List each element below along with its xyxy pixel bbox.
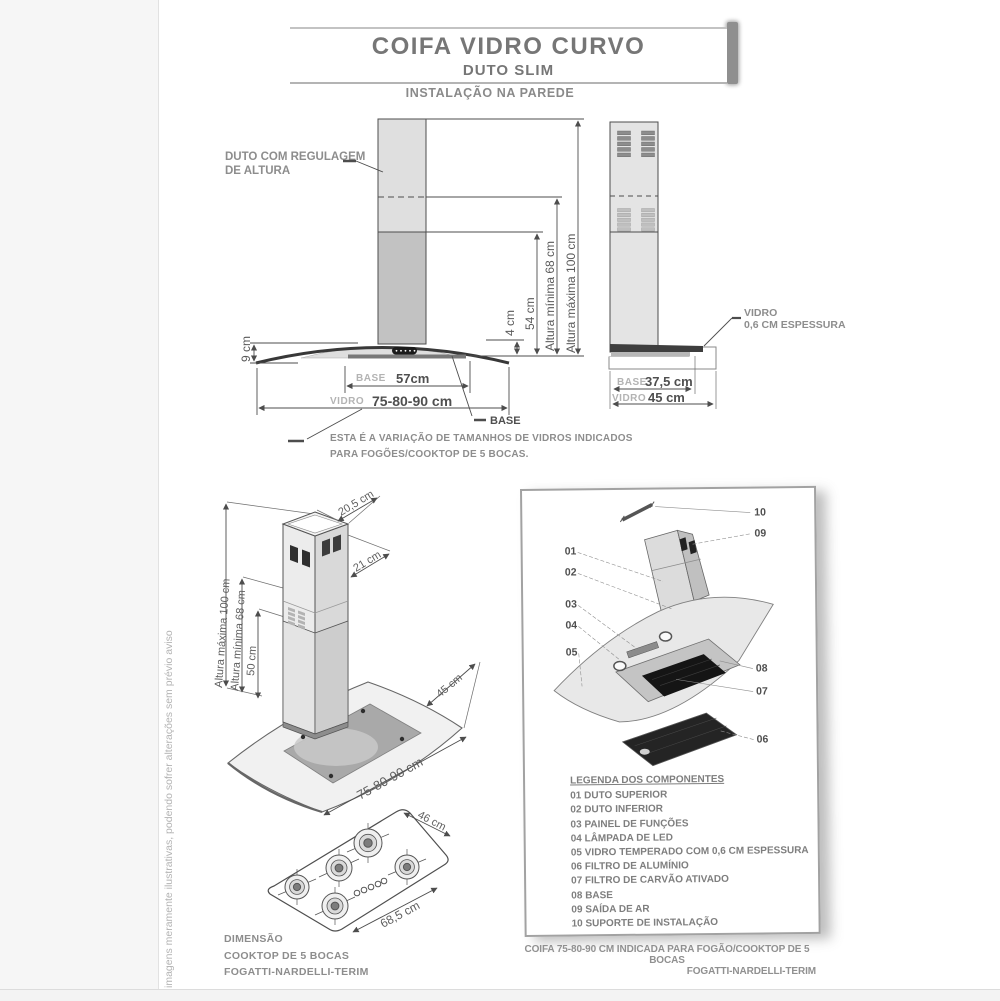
side-base-outline bbox=[608, 346, 717, 370]
side-duct-grilles-upper bbox=[617, 130, 655, 157]
callout-base: BASE bbox=[490, 415, 521, 427]
iso-dim-45cm: 45 cm bbox=[434, 672, 465, 700]
footer-line-2: FOGATTI-NARDELLI-TERIM bbox=[686, 966, 816, 977]
page-left-margin bbox=[0, 0, 159, 1000]
front-control-panel bbox=[392, 347, 417, 355]
exploded-carbon-filter bbox=[641, 654, 726, 697]
dim-9cm: 9 cm bbox=[239, 336, 253, 362]
cooktop-dimension-caption: DIMENSÃO COOKTOP DE 5 BOCAS FOGATTI-NARD… bbox=[224, 931, 369, 981]
dim-base-57: 57cm bbox=[396, 371, 429, 386]
dim-altura-minima: Altura mínima 68 cm bbox=[543, 241, 557, 351]
exploded-control-panel bbox=[626, 641, 659, 659]
callout-03: 03 bbox=[565, 598, 577, 610]
exploded-led-lamp-1 bbox=[613, 660, 627, 672]
iso-cooktop-burners bbox=[277, 823, 427, 925]
cooktop-caption-2: COOKTOP DE 5 BOCAS bbox=[224, 949, 350, 962]
front-duct-upper bbox=[377, 118, 427, 233]
legend-item: 10 SUPORTE DE INSTALAÇÃO bbox=[571, 916, 719, 930]
side-glass-panel bbox=[610, 344, 703, 352]
label-base-front: BASE bbox=[356, 373, 386, 384]
callout-08: 08 bbox=[756, 662, 768, 674]
callout-06: 06 bbox=[757, 733, 769, 745]
duct-adjust-label-2: DE ALTURA bbox=[225, 165, 290, 177]
components-legend: LEGENDA DOS COMPONENTES 01 DUTO SUPERIOR… bbox=[570, 772, 812, 932]
label-vidro-side: VIDRO bbox=[612, 393, 646, 404]
iso-dim-20-5cm: 20,5 cm bbox=[336, 488, 376, 518]
page-bottom-margin bbox=[0, 989, 1000, 1001]
dim-4cm: 4 cm bbox=[503, 310, 517, 336]
dim-54cm: 54 cm bbox=[523, 297, 537, 330]
front-duct-lower bbox=[377, 231, 427, 345]
label-vidro-front: VIDRO bbox=[330, 396, 364, 407]
callout-07: 07 bbox=[756, 685, 768, 697]
callout-01: 01 bbox=[565, 545, 577, 557]
side-view-diagram: VIDRO 0,6 CM ESPESSURA BASE 37,5 cm VIDR… bbox=[608, 121, 846, 409]
page-title: COIFA VIDRO CURVO bbox=[371, 33, 646, 60]
title-box: COIFA VIDRO CURVO DUTO SLIM bbox=[290, 27, 727, 84]
page-title-sub: DUTO SLIM bbox=[462, 62, 555, 79]
exploded-view-drawing: 10 09 01 02 03 04 05 08 07 06 bbox=[553, 501, 774, 767]
callout-05: 05 bbox=[566, 646, 578, 658]
iso-dim-68-5cm: 68,5 cm bbox=[378, 898, 422, 930]
dim-altura-maxima: Altura máxima 100 cm bbox=[564, 234, 578, 353]
legend-title: LEGENDA DOS COMPONENTES bbox=[570, 773, 725, 787]
exploded-view-panel: 10 09 01 02 03 04 05 08 07 06 LEGENDA DO… bbox=[520, 485, 821, 937]
front-control-buttons bbox=[395, 349, 416, 352]
iso-dim-50cm: 50 cm bbox=[245, 645, 259, 676]
exploded-led-lamp-2 bbox=[658, 631, 673, 642]
callout-09: 09 bbox=[754, 527, 766, 539]
side-duct bbox=[609, 121, 659, 353]
side-base-trim bbox=[611, 352, 690, 357]
front-base-strip bbox=[348, 354, 466, 359]
exploded-air-outlet bbox=[679, 537, 688, 552]
title-box-shadow-bar bbox=[727, 22, 738, 84]
dim-vidro-75-80-90: 75-80-90 cm bbox=[372, 393, 452, 409]
installation-subtitle: INSTALAÇÃO NA PAREDE bbox=[405, 86, 575, 100]
iso-duct-base-collar bbox=[282, 721, 349, 740]
dim-base-37-5: 37,5 cm bbox=[645, 374, 693, 389]
glass-thickness-label-1: VIDRO bbox=[744, 307, 777, 319]
iso-cooktop bbox=[267, 809, 449, 932]
callout-04: 04 bbox=[565, 619, 577, 631]
iso-view-diagram: Altura máxima 100 cm Altura mínima 68 cm… bbox=[213, 488, 481, 933]
glass-variation-note-2: PARA FOGÕES/COOKTOP DE 5 BOCAS. bbox=[330, 447, 529, 460]
exploded-aluminum-filter bbox=[621, 712, 738, 767]
cooktop-caption-1: DIMENSÃO bbox=[224, 933, 283, 945]
glass-variation-note-1: ESTA É A VARIAÇÃO DE TAMANHOS DE VIDROS … bbox=[330, 431, 633, 444]
exploded-mount-bracket bbox=[621, 503, 653, 522]
callout-02: 02 bbox=[565, 566, 577, 578]
footer-line-1: COIFA 75-80-90 CM INDICADA PARA FOGÃO/CO… bbox=[524, 944, 810, 966]
dim-vidro-45: 45 cm bbox=[648, 390, 685, 405]
label-base-side: BASE bbox=[617, 377, 647, 388]
glass-thickness-label-2: 0,6 CM ESPESSURA bbox=[744, 319, 846, 331]
iso-dim-21cm: 21 cm bbox=[351, 549, 383, 575]
front-view-diagram: 4 cm 54 cm Altura mínima 68 cm Altura má… bbox=[225, 118, 633, 460]
callout-10: 10 bbox=[754, 506, 766, 518]
legend-item: 05 VIDRO TEMPERADO COM 0,6 CM ESPESSURA bbox=[570, 845, 809, 859]
iso-duct-vents bbox=[288, 607, 305, 630]
cooktop-caption-3: FOGATTI-NARDELLI-TERIM bbox=[224, 966, 369, 978]
duct-adjust-label-1: DUTO COM REGULAGEM bbox=[225, 151, 365, 163]
footer-caption: COIFA 75-80-90 CM INDICADA PARA FOGÃO/CO… bbox=[512, 944, 822, 977]
side-duct-grilles-lower bbox=[617, 208, 655, 232]
